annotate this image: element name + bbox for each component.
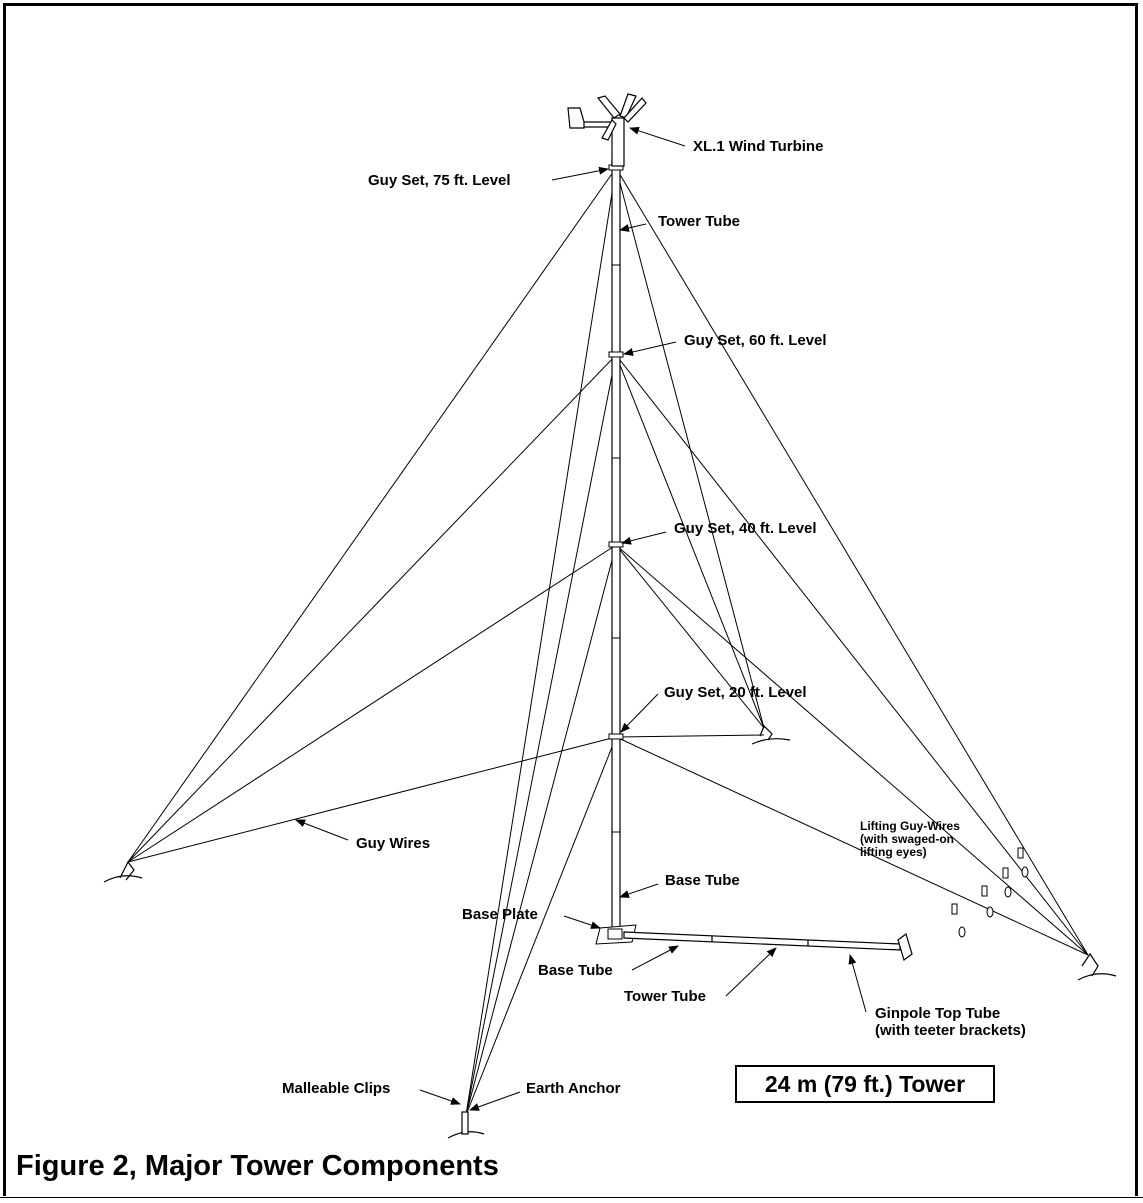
anchor-bottom: [447, 1111, 485, 1139]
ginpole: [623, 931, 913, 961]
label-ginpole-top-tube: Ginpole Top Tube (with teeter brackets): [875, 1005, 1026, 1039]
wind-turbine: [567, 93, 647, 167]
label-guy-set-40: Guy Set, 40 ft. Level: [674, 520, 817, 537]
label-base-plate: Base Plate: [462, 906, 538, 923]
label-malleable-clips: Malleable Clips: [282, 1080, 391, 1097]
arrow-guy-set-60: [623, 341, 677, 356]
lifting-eyes: [951, 847, 1029, 938]
arrow-guy-set-75: [551, 166, 609, 181]
label-guy-set-20: Guy Set, 20 ft. Level: [664, 684, 807, 701]
figure-frame: [3, 3, 1138, 1196]
guy-wires-60: [127, 354, 1089, 1116]
arrow-base-tube-upper: [619, 883, 659, 898]
label-guy-set-60: Guy Set, 60 ft. Level: [684, 332, 827, 349]
tower-height-label: 24 m (79 ft.) Tower: [735, 1065, 995, 1103]
guy-wires-75: [127, 167, 1089, 1116]
arrow-earth-anchor: [469, 1091, 521, 1111]
arrow-malleable-clips: [419, 1089, 461, 1105]
figure-title: Figure 2, Major Tower Components: [16, 1150, 499, 1182]
label-base-tube-lower: Base Tube: [538, 962, 613, 979]
arrow-base-plate: [563, 915, 601, 929]
label-wind-turbine: XL.1 Wind Turbine: [693, 138, 824, 155]
label-guy-wires: Guy Wires: [356, 835, 431, 852]
label-tower-tube-top: Tower Tube: [658, 213, 740, 230]
arrow-ginpole-top-tube: [848, 954, 867, 1013]
label-tower-tube-lower: Tower Tube: [624, 988, 706, 1005]
label-lifting-guy-wires: Lifting Guy-Wires (with swaged-on liftin…: [860, 819, 960, 859]
arrow-guy-wires: [295, 819, 349, 841]
label-guy-set-75: Guy Set, 75 ft. Level: [368, 172, 511, 189]
anchor-right: [1077, 952, 1117, 981]
arrow-guy-set-40: [621, 531, 667, 545]
anchor-left: [103, 860, 143, 883]
arrow-tower-tube-top: [619, 223, 647, 232]
guy-wires-40: [127, 544, 1089, 1116]
label-earth-anchor: Earth Anchor: [526, 1080, 621, 1097]
arrow-guy-set-20: [620, 693, 659, 733]
arrow-base-tube-lower: [631, 945, 679, 971]
arrow-tower-tube-lower: [725, 947, 777, 997]
frame-bottom-line: [0, 1197, 1143, 1198]
base-plate: [595, 924, 637, 945]
anchor-middle: [751, 724, 791, 745]
tower-mast: [608, 159, 624, 933]
arrow-wind-turbine: [629, 126, 686, 147]
guy-wires-20: [127, 734, 1089, 1116]
label-base-tube-upper: Base Tube: [665, 872, 740, 889]
